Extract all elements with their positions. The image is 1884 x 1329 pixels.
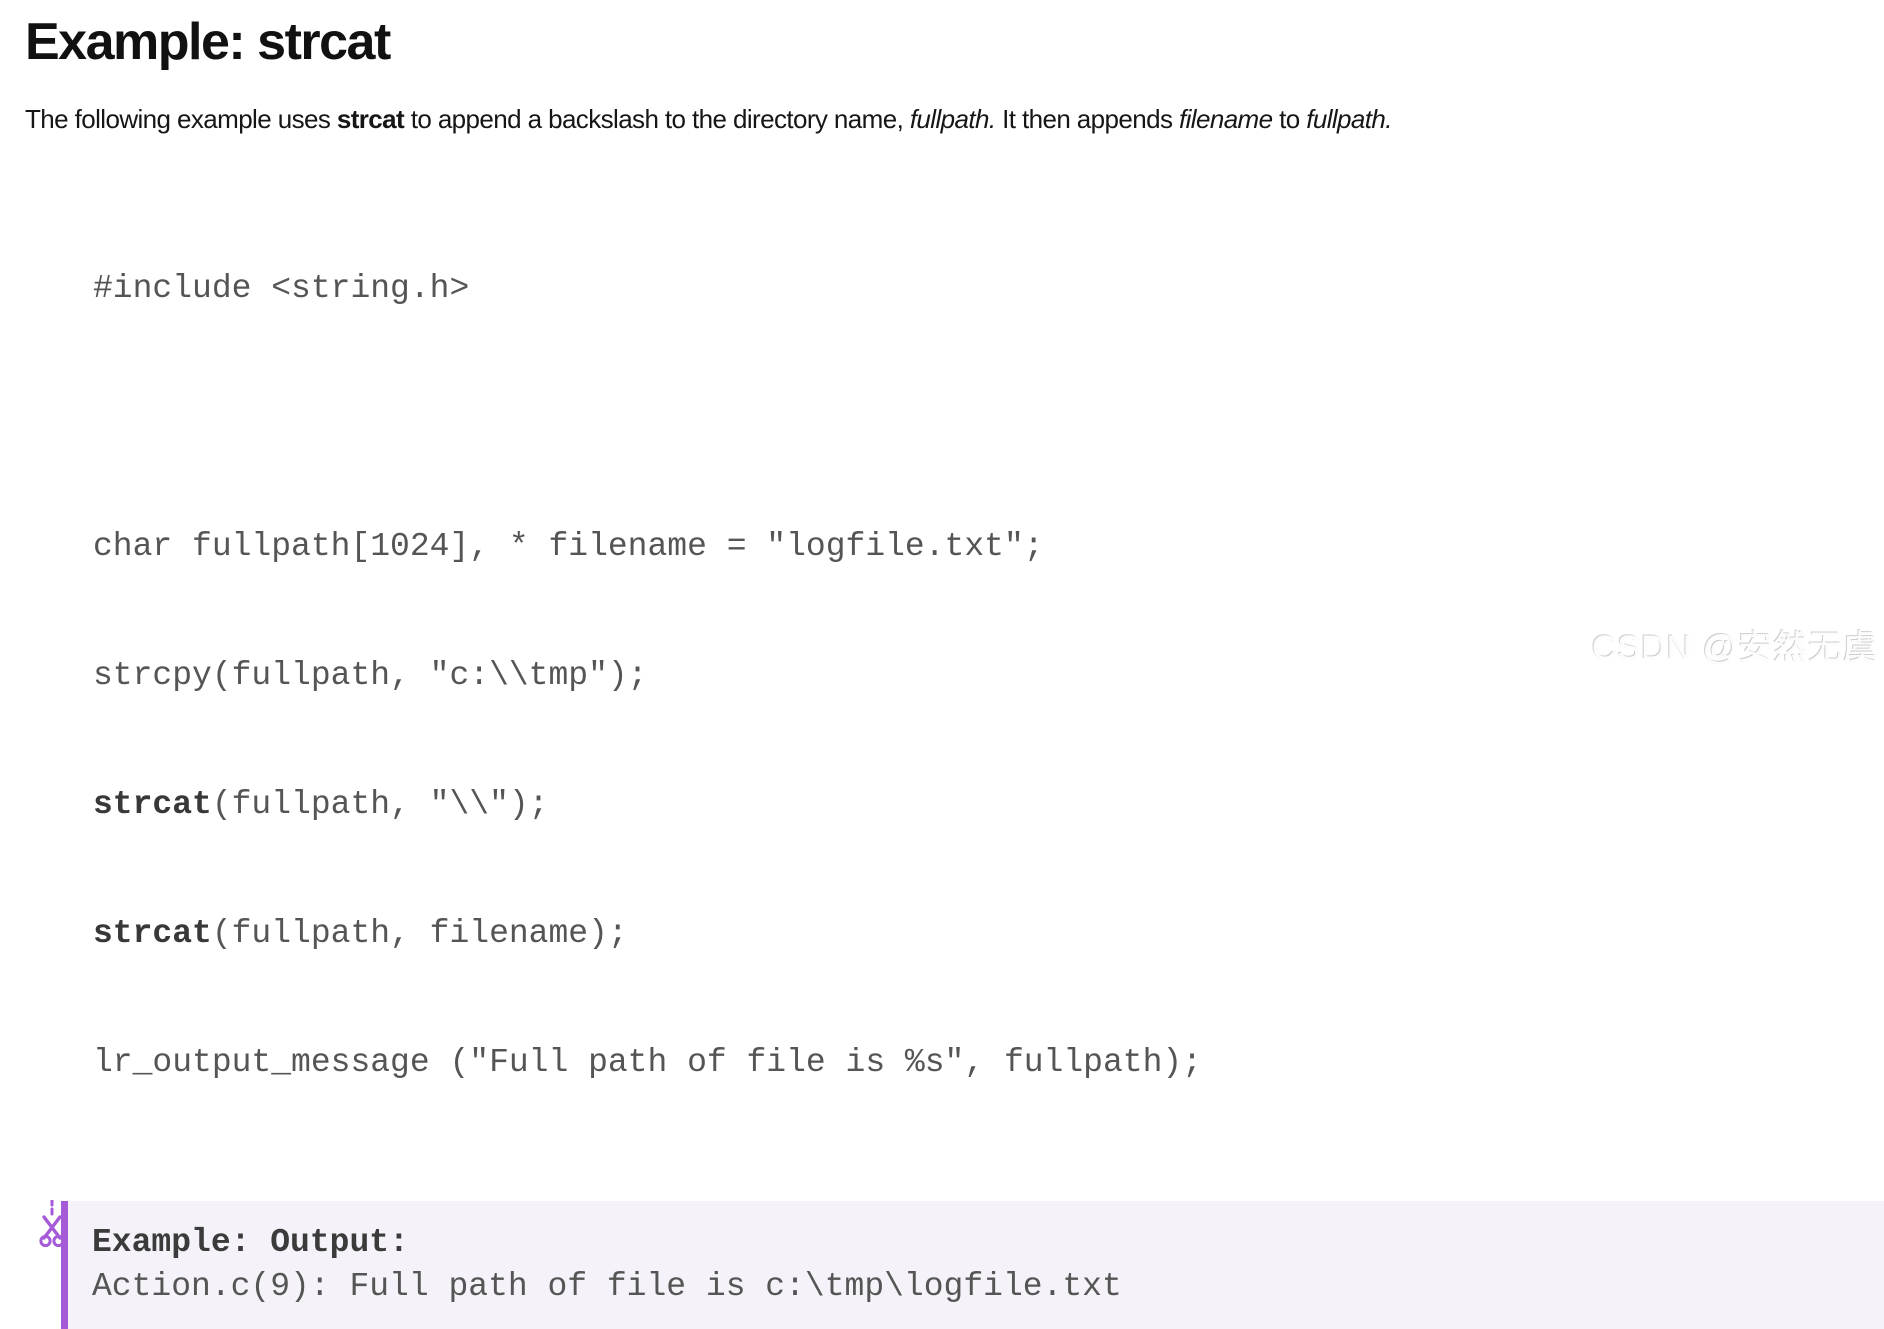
intro-bold-strcat: strcat	[336, 104, 405, 134]
intro-text: to	[1272, 104, 1307, 134]
output-callout: Example: Output: Action.c(9): Full path …	[39, 1198, 1884, 1329]
page-title: Example: strcat	[25, 13, 391, 71]
code-line-strcat-filename: strcat(fullpath, filename);	[93, 912, 1884, 955]
output-heading: Example: Output:	[92, 1224, 409, 1261]
intro-text: to append a backslash to the directory n…	[404, 104, 910, 134]
doc-page: Example: strcat The following example us…	[0, 12, 1884, 1329]
output-line: Action.c(9): Full path of file is c:\tmp…	[92, 1268, 1122, 1305]
intro-italic-fullpath: fullpath.	[1306, 104, 1392, 134]
intro-italic-fullpath: fullpath.	[909, 104, 996, 134]
intro-italic-filename: filename	[1179, 104, 1273, 134]
code-line-lr-output-message: lr_output_message ("Full path of file is…	[93, 1044, 1202, 1081]
code-line-strcpy: strcpy(fullpath, "c:\\tmp");	[93, 657, 648, 694]
code-line-include: #include <string.h>	[93, 270, 470, 307]
intro-text: It then appends	[995, 104, 1179, 134]
strcat-keyword: strcat	[93, 915, 212, 952]
code-line-strcat-backslash: strcat(fullpath, "\\");	[93, 783, 1884, 826]
strcat-keyword: strcat	[93, 786, 212, 823]
scissors-icon	[38, 1198, 66, 1248]
intro-text: The following example uses	[25, 104, 337, 134]
code-line-rest: (fullpath, filename);	[211, 915, 628, 952]
code-blank-line	[93, 396, 1884, 439]
code-block: #include <string.h> char fullpath[1024],…	[93, 181, 1884, 1170]
code-line-rest: (fullpath, "\\");	[211, 786, 549, 823]
intro-paragraph: The following example uses strcat to app…	[25, 104, 1884, 134]
code-line-declaration: char fullpath[1024], * filename = "logfi…	[93, 528, 1044, 565]
